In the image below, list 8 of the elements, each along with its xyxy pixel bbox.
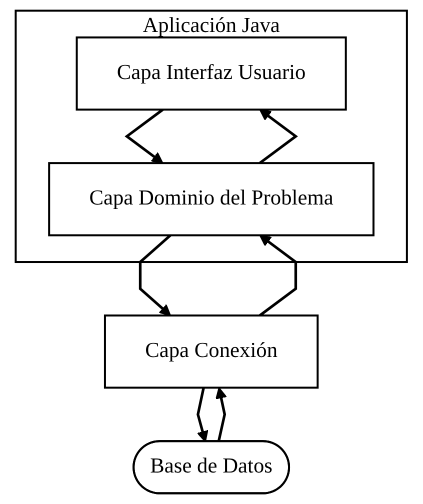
arrow <box>216 387 228 442</box>
arrow <box>196 387 208 442</box>
arrow <box>139 234 172 316</box>
node-box: Capa Dominio del Problema <box>48 162 375 236</box>
arrow <box>259 109 298 164</box>
node-box: Capa Interfaz Usuario <box>76 36 348 111</box>
node-box: Capa Conexión <box>104 314 319 389</box>
arrow <box>124 108 164 164</box>
